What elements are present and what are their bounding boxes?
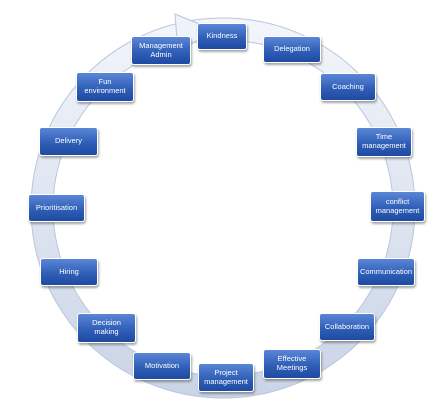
node-hiring: Hiring [40,258,98,286]
node-delegation: Delegation [263,36,321,63]
node-label: Effective Meetings [276,354,308,372]
node-communication: Communication [357,258,415,286]
node-label: Prioritisation [35,202,78,212]
node-motivation: Motivation [133,352,191,380]
node-label: Decision making [92,318,121,336]
node-prioritisation: Prioritisation [28,194,85,222]
node-decision-making: Decision making [77,313,136,343]
node-label: Kindness [206,31,238,41]
node-label: Time management [362,132,406,150]
node-label: Collaboration [324,321,370,331]
node-kindness: Kindness [197,23,247,50]
node-coaching: Coaching [320,73,376,101]
node-fun-environment: Fun environment [76,72,134,102]
node-label: conflict management [375,196,420,215]
node-time-management: Time management [356,127,412,157]
node-label: Hiring [59,266,79,276]
node-label: Coaching [332,81,364,91]
node-project-management: Project management [198,363,254,392]
node-label: Motivation [144,360,180,370]
node-conflict-management: conflict management [370,191,425,222]
node-management-admin: Management Admin [131,36,191,65]
node-label: Communication [359,266,413,276]
node-delivery: Delivery [39,127,98,156]
node-label: Fun environment [84,77,126,95]
node-label: Delivery [54,136,83,146]
node-collaboration: Collaboration [319,313,375,341]
node-label: Management Admin [139,40,183,59]
node-effective-meetings: Effective Meetings [263,349,321,379]
node-label: Delegation [274,44,310,54]
node-label: Project management [204,367,248,386]
